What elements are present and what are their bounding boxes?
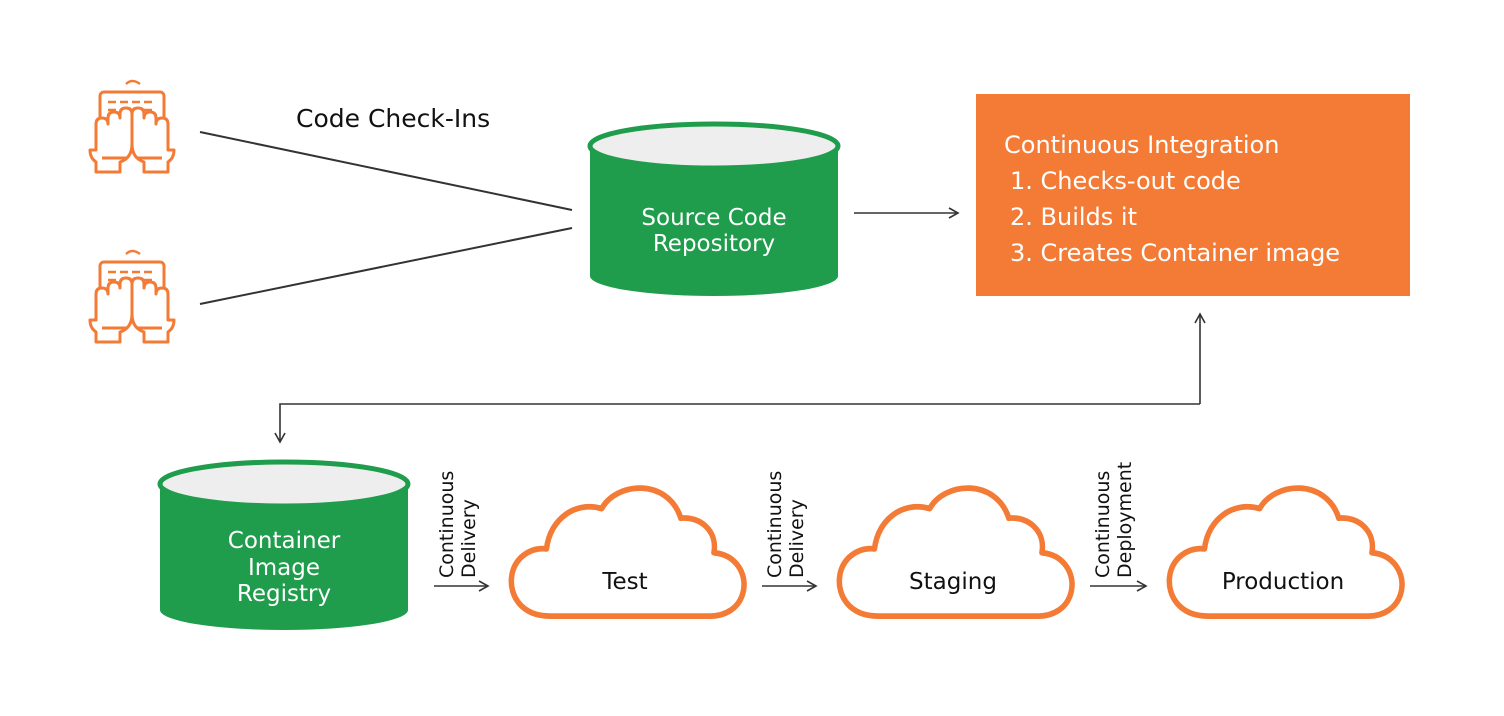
ci-steps: 1. Checks-out code 2. Builds it 3. Creat… — [1004, 163, 1340, 271]
ci-step: 1. Checks-out code — [1010, 167, 1241, 195]
transition-line2: Delivery — [458, 499, 480, 578]
registry-cylinder — [157, 459, 411, 630]
check-in-line — [199, 131, 573, 211]
transition-line1: Continuous — [1092, 470, 1114, 578]
transition-line2: Delivery — [786, 499, 808, 578]
code-check-ins-label: Code Check-Ins — [296, 104, 491, 133]
ci-box — [976, 94, 1410, 296]
ci-text: Continuous Integration 1. Checks-out cod… — [1004, 127, 1340, 271]
registry-line3: Registry — [236, 581, 332, 608]
transition-line1: Continuous — [764, 470, 786, 578]
transition-line1: Continuous — [436, 470, 458, 578]
registry-line2: Image — [247, 554, 321, 581]
source-repo-line1: Source Code — [641, 204, 787, 231]
transition-line2: Deployment — [1114, 461, 1136, 578]
source-repo-line2: Repository — [652, 231, 776, 257]
ci-title: Continuous Integration — [1004, 131, 1280, 159]
transition-label: Continuous Delivery — [764, 471, 808, 578]
typing-hands-icon — [88, 249, 176, 344]
registry-label: Container Image Registry — [170, 520, 398, 616]
stage-staging-label: Staging — [909, 568, 997, 595]
ci-registry-connector — [274, 403, 1200, 444]
transition-label: Continuous Delivery — [436, 471, 480, 578]
typing-hands-icon — [88, 79, 176, 174]
ci-step: 3. Creates Container image — [1010, 239, 1341, 267]
source-repo-label: Source Code Repository — [600, 196, 828, 266]
registry-line1: Container — [227, 528, 341, 555]
source-repo-cylinder — [587, 121, 841, 296]
stage-production-label: Production — [1221, 568, 1345, 595]
ci-step: 2. Builds it — [1010, 203, 1137, 231]
stage-test-label: Test — [602, 568, 648, 595]
check-in-line — [199, 227, 573, 305]
transition-label: Continuous Deployment — [1092, 462, 1136, 578]
